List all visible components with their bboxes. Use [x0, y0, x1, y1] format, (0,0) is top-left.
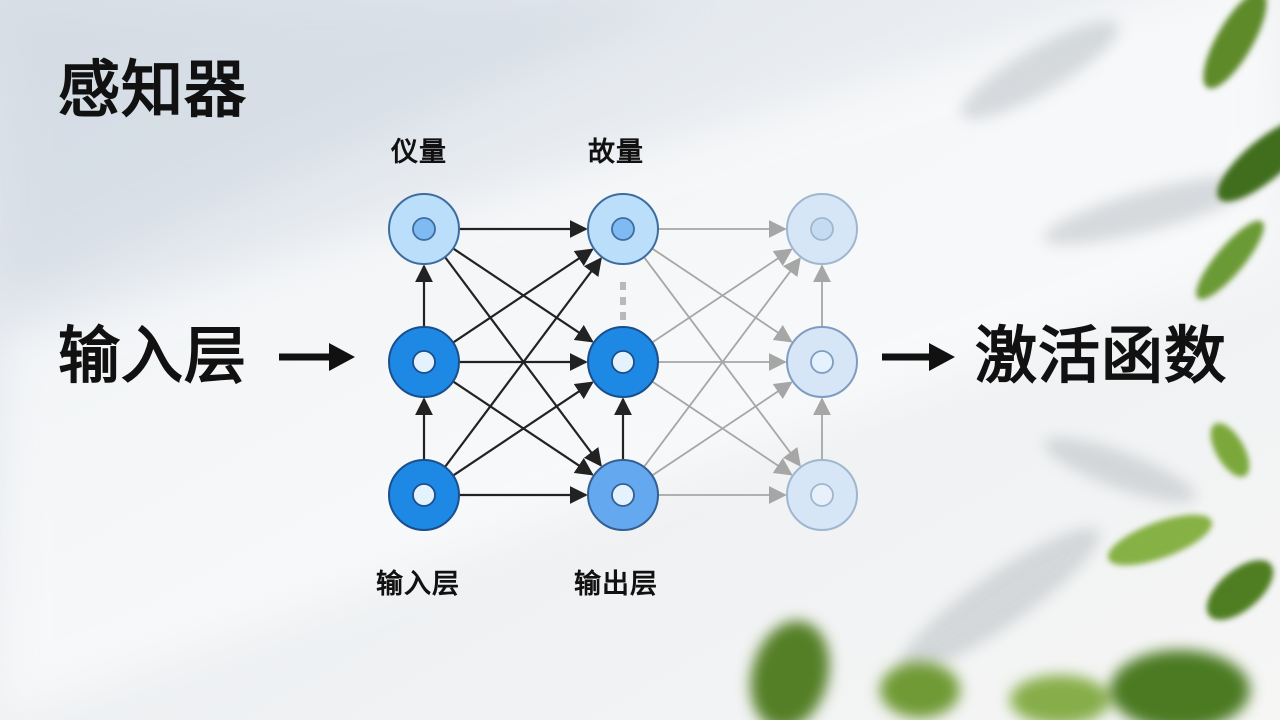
neuron-inner-circle — [611, 483, 635, 507]
activation-function-side-label: 激活函数 — [975, 319, 1228, 392]
neuron-inner-circle — [810, 217, 834, 241]
ellipsis-dot — [620, 312, 626, 320]
neuron-inner-circle — [412, 483, 436, 507]
edge — [651, 381, 793, 477]
edge — [643, 257, 801, 468]
edge — [444, 257, 602, 468]
nodes — [388, 193, 858, 531]
edge — [651, 247, 793, 343]
neuron-node — [587, 326, 659, 398]
input-layer-side-label: 输入层 — [58, 319, 248, 392]
ellipsis-dot — [620, 282, 626, 290]
neuron-node — [587, 193, 659, 265]
column-bottom-label-2: 输出层 — [574, 569, 658, 600]
edge — [651, 248, 793, 344]
neuron-inner-circle — [810, 350, 834, 374]
column-top-label-1: 仪量 — [391, 137, 447, 168]
slide-title: 感知器 — [58, 53, 248, 126]
connection-edges — [415, 220, 831, 504]
neuron-inner-circle — [611, 350, 635, 374]
column-top-label-2: 故量 — [588, 137, 644, 168]
neuron-node — [786, 459, 858, 531]
input-arrow-icon-shaft — [279, 353, 333, 361]
edge — [452, 381, 594, 477]
ellipsis-dot — [620, 297, 626, 305]
neuron-node — [388, 326, 460, 398]
edge — [452, 248, 594, 344]
neuron-node — [786, 193, 858, 265]
output-arrow-icon-shaft — [882, 353, 933, 361]
output-arrow-icon-head — [929, 343, 955, 371]
neuron-node — [388, 459, 460, 531]
neuron-node — [388, 193, 460, 265]
edge — [651, 380, 793, 476]
neuron-node — [587, 459, 659, 531]
neuron-inner-circle — [611, 217, 635, 241]
ellipsis-dots — [620, 282, 626, 320]
output-arrow-icon — [882, 343, 955, 371]
neuron-inner-circle — [810, 483, 834, 507]
neuron-node — [786, 326, 858, 398]
neuron-inner-circle — [412, 350, 436, 374]
neuron-inner-circle — [412, 217, 436, 241]
input-arrow-icon — [279, 343, 355, 371]
input-arrow-icon-head — [329, 343, 355, 371]
column-bottom-label-1: 输入层 — [376, 569, 460, 600]
